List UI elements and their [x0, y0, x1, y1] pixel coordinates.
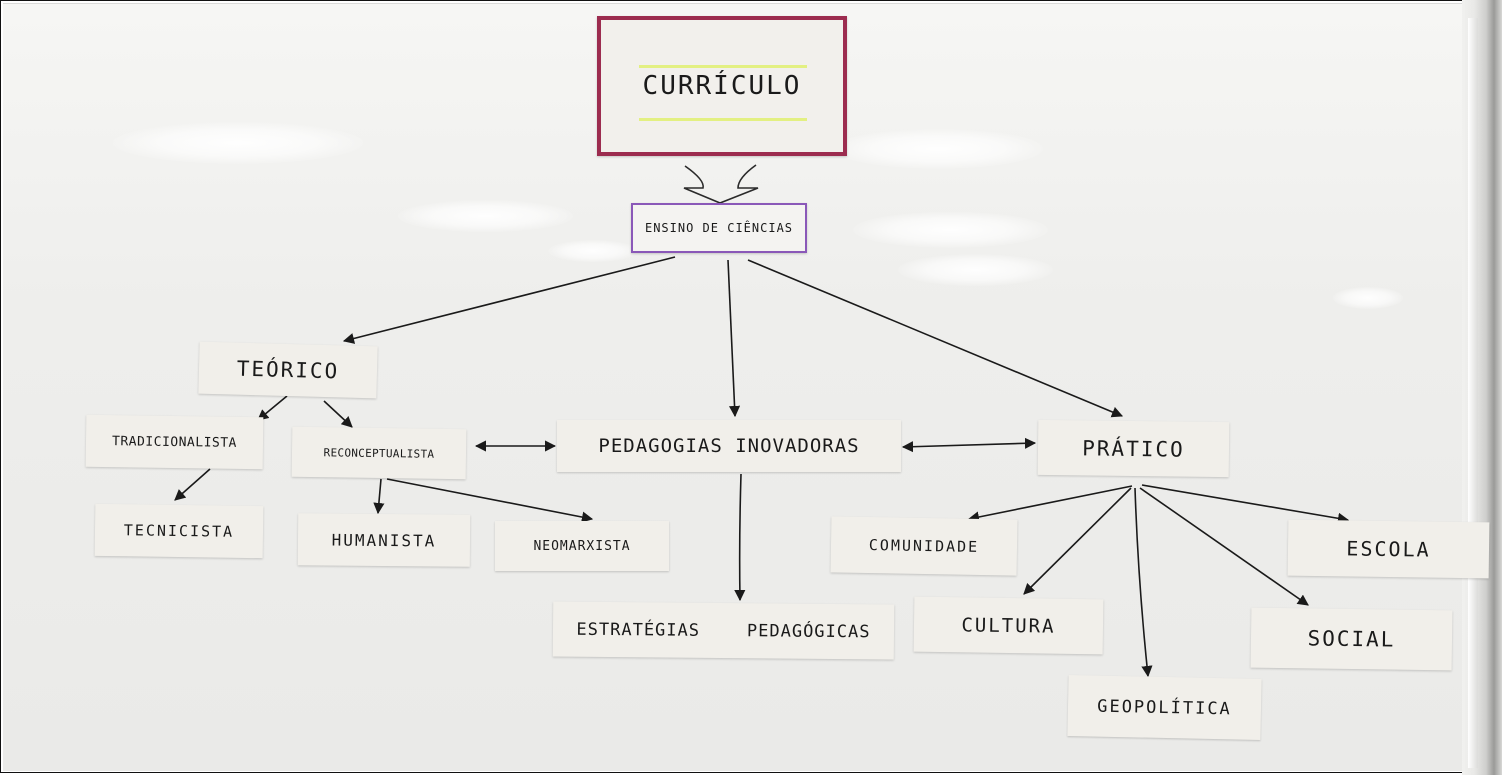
label-cultura: CULTURA	[961, 613, 1056, 638]
label-pedagogicas: PEDAGÓGICAS	[746, 620, 871, 642]
branch-card-pratico: PRÁTICO	[1037, 419, 1230, 478]
branch-card-pedagogias: PEDAGOGIAS INOVADORAS	[557, 420, 901, 472]
light-reflection	[548, 240, 638, 262]
arrow-to-reconceptualista	[323, 400, 353, 428]
subject-card: ENSINO DE CIÊNCIAS	[631, 203, 807, 253]
highlighter-stroke	[639, 118, 807, 121]
card-estrategias-pedagogicas: ESTRATÉGIAS PEDAGÓGICAS	[552, 601, 895, 660]
label-reconceptualista: RECONCEPTUALISTA	[323, 445, 435, 461]
arrow-to-humanista	[373, 478, 385, 515]
card-tecnicista: TECNICISTA	[94, 503, 264, 559]
card-humanista: HUMANISTA	[297, 513, 471, 567]
highlighter-stroke	[639, 65, 807, 68]
label-comunidade: COMUNIDADE	[868, 536, 980, 556]
card-social: SOCIAL	[1250, 607, 1453, 671]
subject-label: ENSINO DE CIÊNCIAS	[644, 221, 794, 235]
light-reflection	[113, 122, 363, 164]
root-label: CURRÍCULO	[642, 71, 802, 101]
card-tradicionalista: TRADICIONALISTA	[85, 414, 264, 470]
label-humanista: HUMANISTA	[331, 530, 437, 550]
arrow-to-tecnicista	[174, 468, 211, 501]
card-escola: ESCOLA	[1287, 519, 1490, 579]
card-comunidade: COMUNIDADE	[830, 516, 1018, 576]
label-tradicionalista: TRADICIONALISTA	[111, 433, 238, 451]
branch-label-teorico: TEÓRICO	[236, 356, 340, 384]
arrow-to-social	[1139, 487, 1309, 606]
branch-label-pratico: PRÁTICO	[1082, 435, 1185, 462]
label-escola: ESCOLA	[1346, 536, 1431, 562]
label-tecnicista: TECNICISTA	[123, 521, 235, 541]
branch-label-pedagogias: PEDAGOGIAS INOVADORAS	[598, 435, 860, 457]
arrow-to-tradicionalista	[257, 395, 288, 421]
arrow-to-estrategias	[734, 473, 746, 602]
card-neomarxista: NEOMARXISTA	[495, 521, 669, 571]
light-reflection	[833, 129, 1043, 169]
light-reflection	[853, 212, 1048, 248]
whiteboard-rail-highlight	[1468, 18, 1478, 768]
label-neomarxista: NEOMARXISTA	[533, 538, 631, 554]
arrow-to-geopolitica	[1134, 487, 1153, 678]
arrow-to-teorico	[342, 256, 676, 344]
light-reflection	[1333, 287, 1403, 309]
card-geopolitica: GEOPOLÍTICA	[1067, 674, 1262, 741]
branch-card-teorico: TEÓRICO	[198, 341, 378, 399]
double-arrow-pedagogias-pratico	[901, 437, 1037, 453]
arrow-to-escola	[1141, 484, 1350, 524]
light-reflection	[398, 200, 573, 232]
card-reconceptualista: RECONCEPTUALISTA	[291, 426, 467, 480]
label-estrategias: ESTRATÉGIAS	[576, 619, 701, 641]
hollow-arrow-icon	[683, 164, 759, 204]
arrow-to-pratico	[747, 259, 1124, 418]
label-geopolitica: GEOPOLÍTICA	[1097, 696, 1232, 719]
light-reflection	[898, 254, 1053, 286]
arrow-to-neomarxista	[386, 478, 594, 523]
root-card-curriculo: CURRÍCULO	[597, 16, 847, 156]
card-cultura: CULTURA	[913, 596, 1104, 655]
arrow-to-cultura	[1023, 487, 1132, 595]
arrow-to-comunidade	[967, 485, 1133, 523]
label-social: SOCIAL	[1307, 626, 1396, 652]
arrow-to-pedagogias	[727, 259, 741, 418]
